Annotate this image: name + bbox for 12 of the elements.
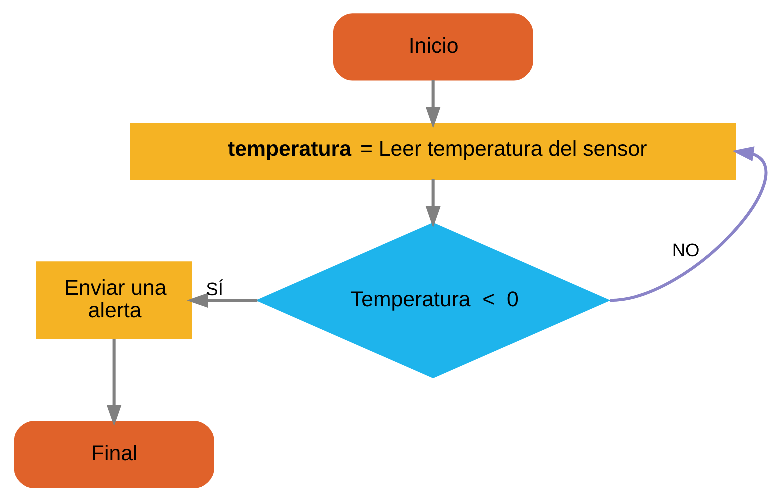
node-box: Enviar una alerta [36, 262, 192, 340]
edge-label: NO [672, 240, 700, 261]
arrow [425, 179, 440, 228]
arrow [106, 339, 122, 426]
node-box: temperatura = Leer temperatura del sensor [130, 124, 736, 180]
node-box: Inicio [332, 14, 533, 81]
node-diamond: Temperatura < 0 [255, 222, 610, 379]
arrow [425, 80, 440, 128]
node-box: Final [14, 421, 214, 488]
edge-label: SÍ [206, 278, 223, 300]
arrow [186, 293, 258, 308]
arrow [610, 146, 767, 302]
